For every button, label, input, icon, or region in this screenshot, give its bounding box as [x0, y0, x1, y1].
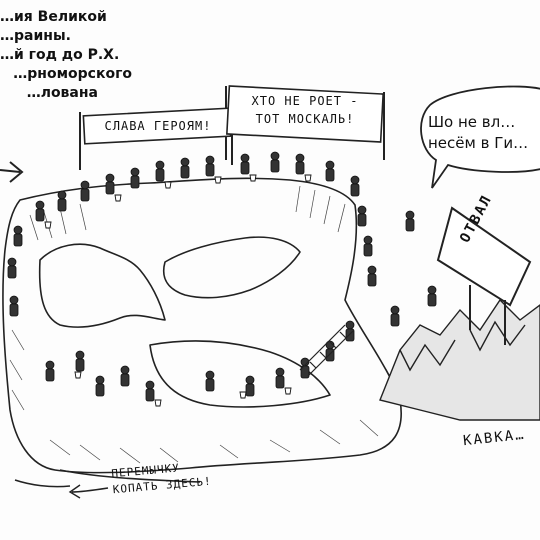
- ladder: [299, 324, 354, 377]
- isthmus-arrow: [68, 484, 109, 499]
- caption-line: …лована: [26, 85, 98, 101]
- otval-signpost: [436, 206, 532, 345]
- digging-banner-text: ХТО НЕ РОЕТ - ТОТ МОСКАЛЬ!: [226, 92, 384, 136]
- speech-bubble-shape: [420, 85, 540, 189]
- basin-hatching: [9, 185, 379, 464]
- speech-line: несём в Ги…: [428, 134, 529, 152]
- left-arrow: [0, 161, 24, 183]
- digging-banner-line: ТОТ МОСКАЛЬ!: [255, 112, 355, 126]
- digging-banner-line: ХТО НЕ РОЕТ -: [251, 94, 359, 108]
- caption-line: …рноморского: [13, 66, 132, 82]
- caption-line: …й год до Р.Х.: [0, 47, 120, 63]
- glory-banner-text: СЛАВА ГЕРОЯМ!: [104, 119, 212, 133]
- digger-procession: [7, 151, 437, 402]
- cartoon-caption: …ия Великой …раины. …й год до Р.Х. …рном…: [0, 8, 230, 103]
- basin-outline: [2, 177, 402, 488]
- buckets: [44, 174, 312, 407]
- caption-line: …раины.: [0, 28, 71, 44]
- mountains: [379, 298, 540, 421]
- banner-boards: [82, 85, 384, 145]
- caption-line: …ия Великой: [0, 9, 107, 25]
- speech-bubble-text: Шо не вл… несём в Ги…: [428, 112, 540, 154]
- speech-line: Шо не вл…: [428, 113, 516, 131]
